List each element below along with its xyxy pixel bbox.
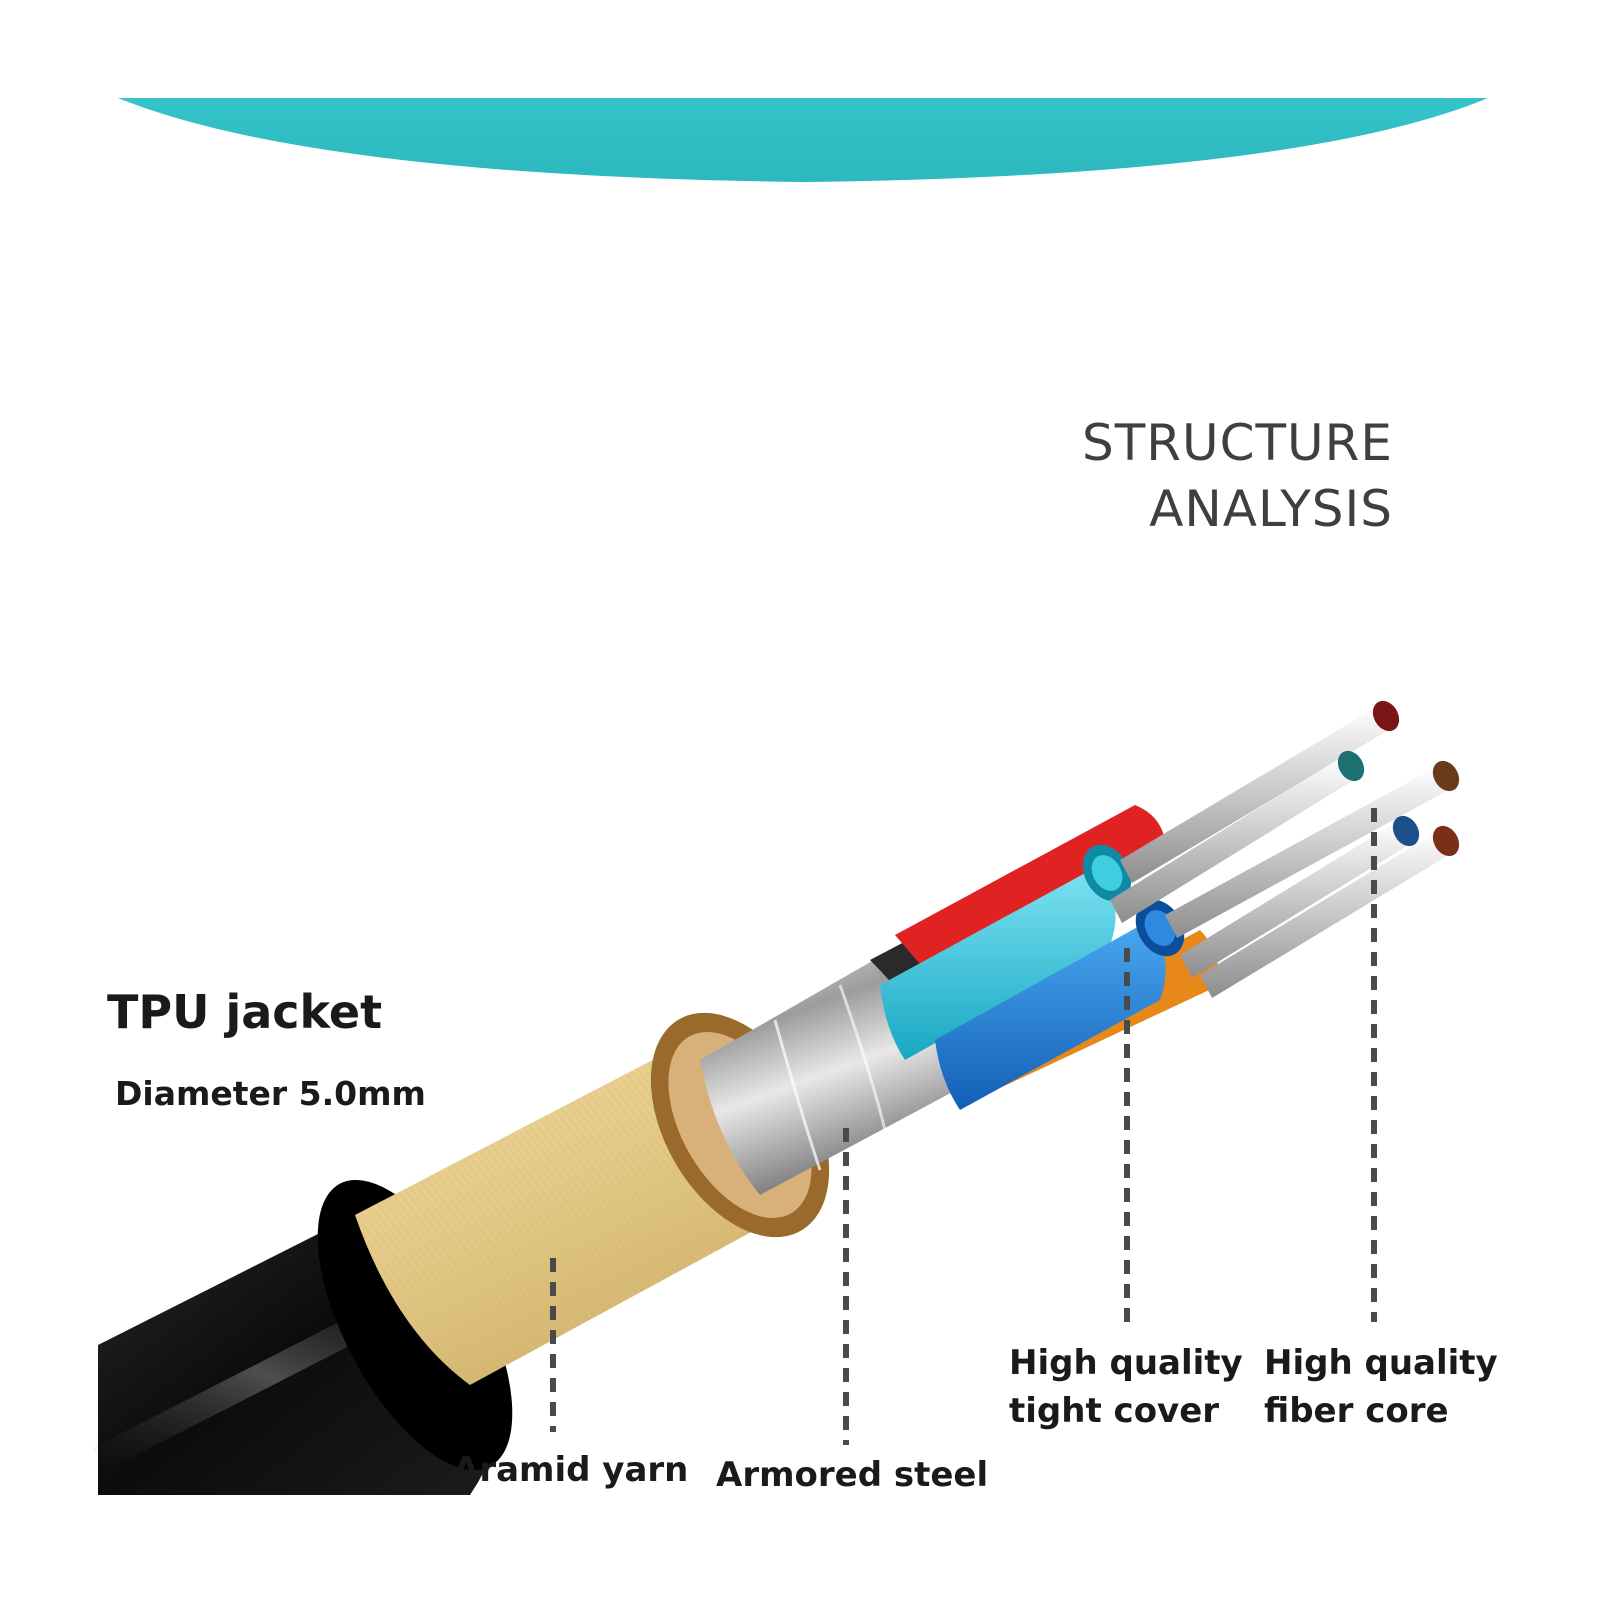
banner-arc [118, 98, 1488, 182]
teal-banner [118, 98, 1488, 182]
tight-cover-line-2: tight cover [1009, 1391, 1220, 1431]
fiber-core-line-1: High quality [1264, 1343, 1498, 1383]
fiber-cyan [880, 865, 1116, 1060]
title-line-1: STRUCTURE [1081, 414, 1393, 472]
tpu-jacket-label: TPU jacket [107, 985, 383, 1039]
page-title: STRUCTURE ANALYSIS [1082, 410, 1393, 542]
fiber-core-label: High quality fiber core [1264, 1339, 1514, 1435]
diameter-label: Diameter 5.0mm [115, 1074, 426, 1113]
tight-cover-line-1: High quality [1009, 1343, 1243, 1383]
tight-cover-label: High quality tight cover [1009, 1339, 1249, 1435]
leader-lines [550, 808, 1377, 1445]
tight-buffer-fibers [880, 805, 1220, 1110]
aramid-yarn-label: Aramid yarn [453, 1450, 689, 1490]
fiber-core-rods [1110, 700, 1460, 998]
armored-steel-label: Armored steel [716, 1455, 989, 1495]
fiber-blue [935, 920, 1166, 1110]
title-line-2: ANALYSIS [1149, 480, 1393, 538]
fiber-core-line-2: fiber core [1264, 1391, 1449, 1431]
